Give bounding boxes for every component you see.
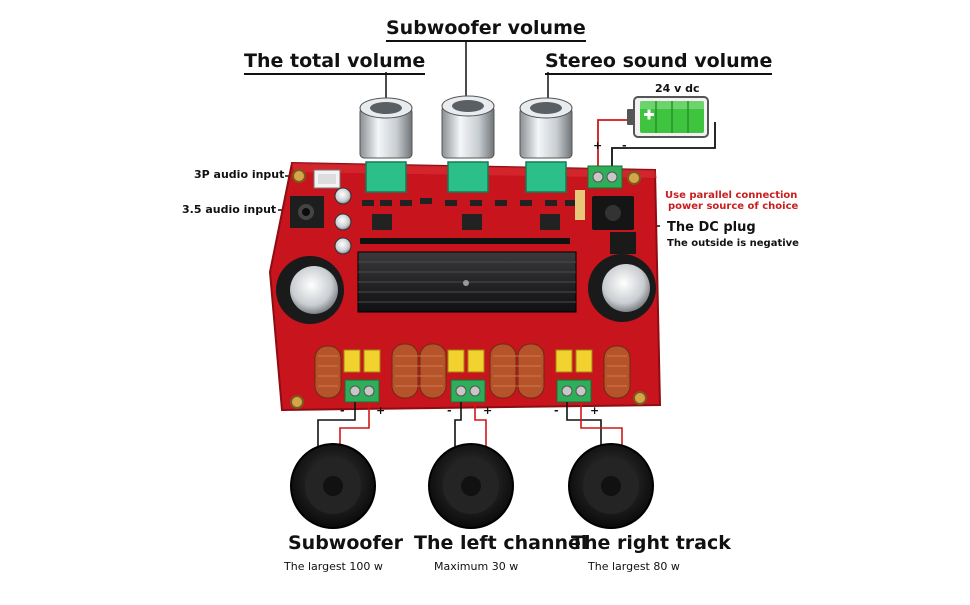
label-minus-right: -: [554, 404, 559, 417]
speaker-subtitle-right: The largest 80 w: [588, 560, 680, 573]
potentiometer-bases: [365, 161, 567, 193]
label-plus-sub: +: [376, 404, 386, 417]
dc-plug-jack: [592, 196, 634, 230]
volume-knobs: [359, 95, 573, 159]
audio-inputs: [290, 169, 341, 228]
label-power-voltage: 24 v dc: [655, 82, 700, 95]
speaker-subwoofer-icon: [290, 443, 376, 529]
stereo-volume-knob: [519, 97, 573, 159]
label-plus-right: +: [590, 404, 600, 417]
label-dc-plug: The DC plug: [667, 220, 756, 235]
speaker-title-right: The right track: [571, 532, 731, 554]
label-minus-power: -: [622, 139, 627, 152]
large-capacitors: [276, 254, 656, 324]
total-volume-knob: [359, 97, 413, 159]
speaker-wires: [317, 402, 623, 448]
label-3p-input: 3P audio input: [194, 168, 285, 181]
coil-windings: [318, 355, 627, 387]
battery-icon: [627, 96, 709, 138]
speaker-left-icon: [428, 443, 514, 529]
label-dc-plug-note: The outside is negative: [667, 238, 799, 249]
label-plus-power: +: [593, 139, 603, 152]
label-plus-left: +: [483, 404, 493, 417]
speaker-right-icon: [568, 443, 654, 529]
small-capacitors: [334, 187, 352, 255]
heatsink: [357, 251, 577, 313]
label-parallel-note-2: power source of choice: [668, 201, 799, 212]
power-terminal: [587, 165, 623, 189]
speaker-terminals: [344, 379, 592, 403]
label-subwoofer-volume: Subwoofer volume: [386, 17, 586, 42]
label-parallel-note-1: Use parallel connection: [665, 190, 798, 201]
label-stereo-volume: Stereo sound volume: [545, 50, 773, 75]
label-35-input: 3.5 audio input: [182, 203, 277, 216]
inductor-coils: [314, 343, 631, 399]
smd-components: [360, 190, 636, 254]
label-minus-left: -: [447, 404, 452, 417]
speaker-title-left: The left channel: [414, 532, 588, 554]
speaker-subtitle-left: Maximum 30 w: [434, 560, 519, 573]
speaker-subtitle-subwoofer: The largest 100 w: [284, 560, 383, 573]
film-capacitors: [343, 349, 593, 373]
speaker-title-subwoofer: Subwoofer: [288, 532, 403, 554]
power-wires: [597, 119, 716, 170]
subwoofer-volume-knob: [441, 95, 495, 159]
label-total-volume: The total volume: [244, 50, 426, 75]
label-minus-sub: -: [340, 404, 345, 417]
